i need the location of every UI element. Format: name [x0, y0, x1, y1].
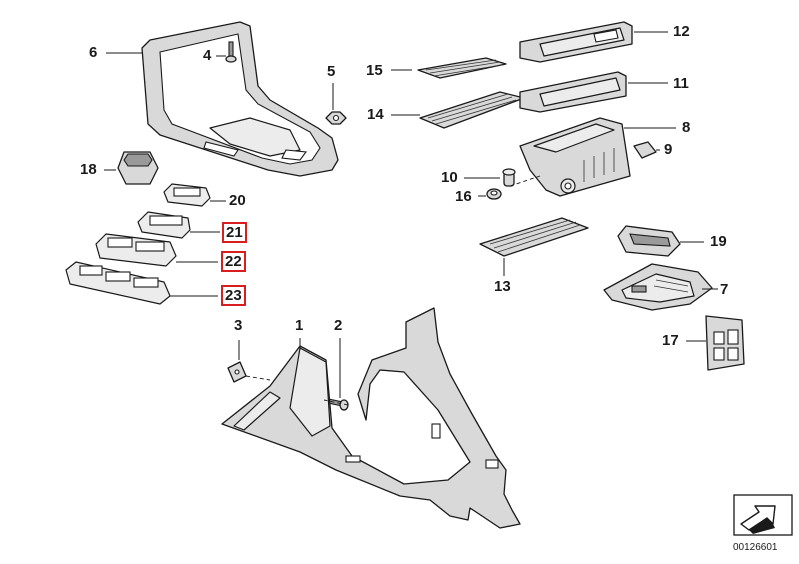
callout-4[interactable]: 4 — [203, 47, 212, 64]
callout-14[interactable]: 14 — [367, 106, 384, 123]
callout-23[interactable]: 23 — [221, 285, 246, 306]
callout-13[interactable]: 13 — [494, 278, 511, 295]
callout-8[interactable]: 8 — [682, 119, 691, 136]
part-14-grille-mat[interactable] — [391, 91, 525, 129]
part-7-shift-cover[interactable] — [603, 263, 718, 311]
part-23-triple-insert[interactable] — [65, 261, 218, 305]
callout-16[interactable]: 16 — [455, 188, 472, 205]
part-1-console-panel[interactable] — [221, 307, 521, 529]
callout-3[interactable]: 3 — [234, 317, 243, 334]
part-17-bracket[interactable] — [686, 315, 745, 371]
callout-15[interactable]: 15 — [366, 62, 383, 79]
part-3-clip-nut[interactable] — [227, 340, 247, 383]
part-15-grille-mat[interactable] — [391, 57, 507, 79]
callout-10[interactable]: 10 — [441, 169, 458, 186]
part-13-grille-mat[interactable] — [479, 217, 589, 276]
part-5-nut[interactable] — [325, 83, 347, 125]
part-8-console-housing[interactable] — [519, 117, 676, 197]
part-19-tray[interactable] — [617, 225, 704, 257]
callout-1[interactable]: 1 — [295, 317, 304, 334]
callout-6[interactable]: 6 — [89, 44, 98, 61]
part-9-clip[interactable] — [633, 141, 660, 159]
part-21-insert[interactable] — [137, 211, 220, 239]
callout-7[interactable]: 7 — [720, 281, 729, 298]
callout-20[interactable]: 20 — [229, 192, 246, 209]
part-16-grommet[interactable] — [478, 188, 502, 200]
part-12-storage-tray[interactable] — [519, 21, 668, 63]
part-20-insert[interactable] — [163, 183, 226, 207]
part-4-screw[interactable] — [216, 41, 237, 63]
forward-arrow-icon — [733, 494, 793, 536]
part-6-console-trim[interactable] — [106, 21, 339, 177]
callout-21[interactable]: 21 — [222, 222, 247, 243]
callout-9[interactable]: 9 — [664, 141, 673, 158]
part-18-cup-insert[interactable] — [104, 151, 159, 185]
callout-5[interactable]: 5 — [327, 63, 336, 80]
callout-17[interactable]: 17 — [662, 332, 679, 349]
reference-code: 00126601 — [733, 542, 778, 553]
part-10-bulb-holder[interactable] — [464, 168, 516, 187]
callout-22[interactable]: 22 — [221, 251, 246, 272]
part-11-storage-tray[interactable] — [519, 71, 668, 113]
callout-18[interactable]: 18 — [80, 161, 97, 178]
part-22-double-insert[interactable] — [95, 233, 218, 267]
assembly-guides — [245, 175, 541, 406]
callout-2[interactable]: 2 — [334, 317, 343, 334]
callout-11[interactable]: 11 — [673, 75, 689, 92]
callout-12[interactable]: 12 — [673, 23, 690, 40]
callout-19[interactable]: 19 — [710, 233, 727, 250]
